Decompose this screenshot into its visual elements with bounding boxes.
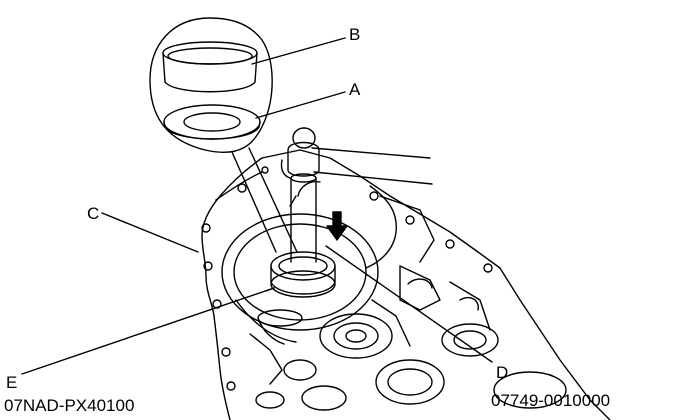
transmission-housing: [201, 149, 611, 420]
tool-part-number-left: 07NAD-PX40100: [4, 396, 135, 415]
driver-handle: [280, 147, 433, 197]
washer-a: [163, 104, 261, 140]
down-arrow-icon: [326, 211, 348, 241]
leader-a: [255, 91, 346, 119]
tool-part-number-right: 07749-0010000: [491, 391, 611, 410]
callout-b: B: [349, 25, 361, 44]
oil-seal: [270, 251, 336, 298]
leader-e: [21, 287, 275, 375]
driver-shaft: [287, 127, 320, 263]
differential-bore: [221, 213, 379, 345]
callout-e: E: [6, 373, 18, 392]
lower-features: [249, 299, 567, 411]
callout-c: C: [87, 204, 100, 223]
callout-a: A: [349, 80, 361, 99]
leader-c: [101, 212, 199, 253]
bubble-tail-right: [248, 147, 298, 253]
callout-d: D: [496, 363, 509, 382]
ring-b: [162, 41, 258, 93]
leader-e-tick: [265, 287, 275, 292]
bubble-tail-left: [231, 151, 277, 253]
leader-d: [325, 245, 493, 363]
leader-b: [251, 37, 346, 65]
